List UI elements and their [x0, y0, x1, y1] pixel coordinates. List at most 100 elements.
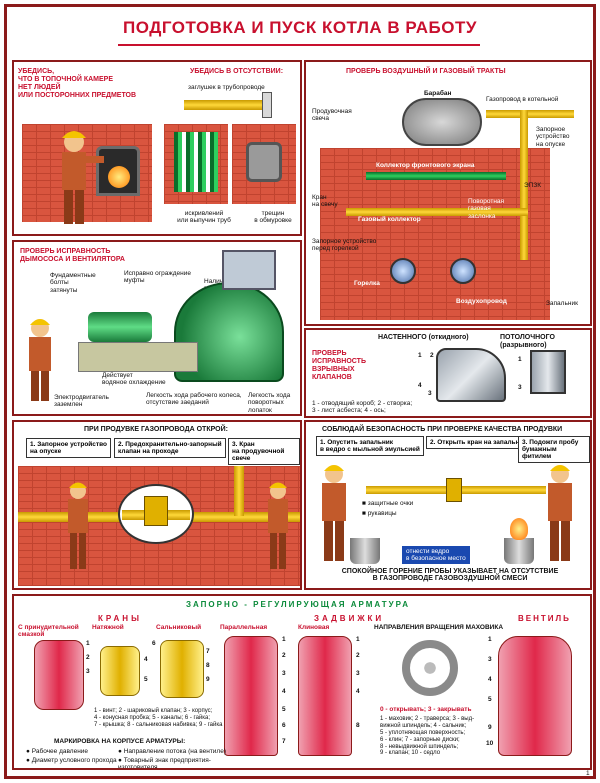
shutoff-burner-label: Запорное устройство перед горелкой: [312, 238, 377, 253]
marking-item-2-text: Диаметр условного прохода: [31, 757, 117, 764]
step-lower-igniter: 1. Опустить запальник в ведро с мыльной …: [316, 436, 424, 457]
wall-num-3: 3: [428, 390, 432, 397]
panel-valves: ЗАПОРНО - РЕГУЛИРУЮЩАЯ АРМАТУРА КРАНЫ ЗА…: [12, 594, 592, 770]
vent-num-9: 9: [488, 724, 492, 731]
marking-item-3-text: Направление потока (на вентиле): [123, 748, 227, 755]
gate-parallel-drawing: [224, 636, 278, 756]
gate-num-6: 6: [282, 722, 286, 729]
crane-num-6: 6: [152, 640, 156, 647]
marking-item-4: ● Товарный знак предприятия-изготовителя: [118, 757, 211, 770]
step-open-shutoff: 1. Запорное устройство на опуске: [26, 438, 111, 459]
crane-forced-drawing: [34, 640, 84, 710]
panel4-main: ПРОВЕРЬ ИСПРАВНОСТЬ ВЗРЫВНЫХ КЛАПАНОВ: [312, 350, 366, 382]
gas-line-label: Газопровод в котельной: [486, 96, 559, 103]
blades-label: Легкость хода поворотных лопаток: [248, 392, 291, 414]
foundation-label: Фундаментные болты затянуты: [50, 272, 96, 294]
step-ignite-sample: 3. Подожги пробу бумажным фитилем: [518, 436, 590, 464]
gate-num-4b: 4: [356, 688, 360, 695]
wheel-direction-label: НАПРАВЛЕНИЯ ВРАЩЕНИЯ МАХОВИКА: [374, 624, 504, 631]
panel3-heading: ПРОВЕРЬ ИСПРАВНОСТЬ ДЫМОСОСА И ВЕНТИЛЯТО…: [20, 248, 125, 264]
fire-glow: [108, 166, 130, 188]
panel7-heading: ЗАПОРНО - РЕГУЛИРУЮЩАЯ АРМАТУРА: [186, 600, 411, 609]
panel-purge-quality: СОБЛЮДАЙ БЕЗОПАСНОСТЬ ПРИ ПРОВЕРКЕ КАЧЕС…: [304, 420, 592, 590]
goggles-text: защитные очки: [367, 500, 414, 507]
marking-item-3: ● Направление потока (на вентиле): [118, 748, 227, 755]
front-collector-label: Коллектор фронтового экрана: [376, 162, 475, 169]
inspection-window: [246, 142, 282, 182]
crane-forced-label: С принудительной смазкой: [18, 624, 79, 639]
plug-marker: [262, 92, 272, 118]
wheel-label: Легкость хода рабочего колеса, отсутстви…: [146, 392, 242, 407]
crane-legend: 1 - винт; 2 - шариковый клапан; 3 - корп…: [94, 708, 223, 728]
zoom-valve-body: [144, 496, 168, 526]
fan-base: [78, 342, 198, 372]
ground-label: Электродвигатель заземлен: [54, 394, 109, 409]
cranes-heading: КРАНЫ: [98, 614, 142, 623]
igniter-label: Запальник: [546, 300, 578, 307]
panel-fans: ПРОВЕРЬ ИСПРАВНОСТЬ ДЫМОСОСА И ВЕНТИЛЯТО…: [12, 240, 302, 416]
panel6-heading: СОБЛЮДАЙ БЕЗОПАСНОСТЬ ПРИ ПРОВЕРКЕ КАЧЕС…: [322, 426, 563, 433]
panel1-heading-right: УБЕДИСЬ В ОТСУТСТВИИ:: [190, 68, 284, 75]
wall-num-4: 4: [418, 382, 422, 389]
crane-num-5: 5: [144, 676, 148, 683]
ceiling-valve: [530, 350, 566, 394]
cracks-label: трещин в обмуровке: [254, 210, 292, 225]
handwheel-drawing: [402, 640, 458, 696]
marking-item-2: ● Диаметр условного прохода: [26, 757, 117, 764]
crane-num-4: 4: [144, 656, 148, 663]
bent-pipes: [174, 132, 218, 192]
carry-bucket-arrow: отнести ведро в безопасное место: [402, 546, 470, 564]
vent-num-10: 10: [486, 740, 494, 747]
panel-air-gas-tracts: ПРОВЕРЬ ВОЗДУШНЫЙ И ГАЗОВЫЙ ТРАКТЫ Бараб…: [304, 60, 592, 326]
ceiling-valve-heading: ПОТОЛОЧНОГО (разрывного): [500, 334, 555, 350]
worker-figure-fan: [29, 319, 51, 401]
plug-pipe: [184, 100, 266, 110]
worker-purge-right: [268, 482, 288, 569]
goggles-label: ■ защитные очки: [362, 500, 414, 507]
step-open-igniter-tap: 2. Открыть кран на запальник: [426, 436, 531, 450]
vent-num-1: 1: [488, 636, 492, 643]
vent-num-4: 4: [488, 676, 492, 683]
rotary-damper-label: Поворотная газовая заслонка: [468, 198, 505, 220]
marking-item-1: ● Рабочее давление: [26, 748, 89, 755]
panel-gas-purge: ПРИ ПРОДУВКЕ ГАЗОПРОВОДА ОТКРОЙ: 1. Запо…: [12, 420, 302, 590]
guard-label: Исправно ограждение муфты: [124, 270, 191, 285]
purge-conclusion: СПОКОЙНОЕ ГОРЕНИЕ ПРОБЫ УКАЗЫВАЕТ НА ОТС…: [341, 568, 559, 582]
crane-num-3: 3: [86, 668, 90, 675]
gate-num-1b: 1: [356, 636, 360, 643]
marking-item-4-text: Товарный знак предприятия-изготовителя: [118, 757, 211, 770]
ceiling-num-1: 1: [518, 356, 522, 363]
valve-legend: 1 - отводящий короб; 2 - створка; 3 - ли…: [312, 400, 413, 415]
drum: [402, 98, 482, 146]
marking-item-1-text: Рабочее давление: [31, 748, 89, 755]
gate-num-4: 4: [282, 688, 286, 695]
bent-pipes-label: искривлений или выпучин труб: [177, 210, 231, 225]
gate-num-3b: 3: [356, 670, 360, 677]
page-title: ПОДГОТОВКА И ПУСК КОТЛА В РАБОТУ: [123, 18, 477, 37]
crane-num-9: 9: [206, 676, 210, 683]
gate-num-3: 3: [282, 670, 286, 677]
worker-bucket: [322, 465, 346, 561]
wall-valve: [436, 348, 506, 402]
shutoff-top-label: Запорное устройство на опуске: [536, 126, 570, 148]
worker-figure: [62, 131, 104, 224]
burner-left: [390, 258, 416, 284]
gate-num-2b: 2: [356, 652, 360, 659]
bucket-right: [504, 538, 534, 564]
gloves-text: рукавицы: [367, 510, 397, 517]
gas-main-vertical: [520, 110, 528, 260]
gas-collector-label: Газовый коллектор: [358, 216, 421, 223]
gates-heading: ЗАДВИЖКИ: [314, 614, 385, 623]
panel-explosion-valves: НАСТЕННОГО (откидного) ПОТОЛОЧНОГО (разр…: [304, 328, 592, 418]
crane-tension-drawing: [100, 646, 140, 696]
gas-main-horizontal: [486, 110, 574, 118]
purge-riser: [234, 466, 244, 516]
motor: [88, 312, 152, 342]
ceiling-num-3: 3: [518, 384, 522, 391]
fan-duct: [222, 250, 276, 290]
drum-label: Барабан: [424, 90, 452, 97]
wall-num-1: 1: [418, 352, 422, 359]
worker-ignite: [548, 465, 572, 561]
burner-label: Горелка: [354, 280, 380, 287]
step-open-candle-tap: 3. Кран на продувочной свече: [228, 438, 300, 466]
